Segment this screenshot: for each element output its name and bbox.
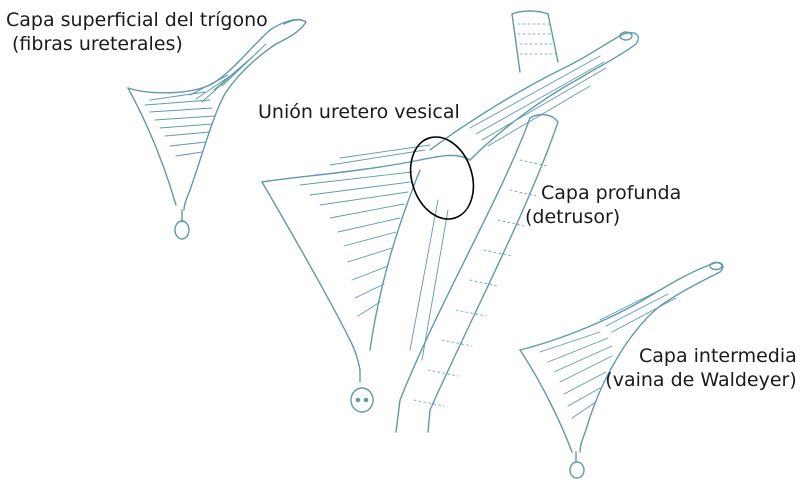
superficial-layer-label-line1: Capa superficial del trígono — [6, 9, 268, 31]
deep-layer-label-line1: Capa profunda — [525, 182, 681, 204]
deep-layer-label: Capa profunda (detrusor) — [525, 181, 681, 229]
ureterovesical-junction-label: Unión uretero vesical — [258, 100, 460, 124]
intermediate-layer-label-line2: (vaina de Waldeyer) — [605, 369, 797, 391]
deep-layer-label-line2: (detrusor) — [525, 206, 620, 228]
superficial-layer-label-line2: (fibras ureterales) — [6, 32, 268, 56]
intermediate-layer-label: Capa intermedia (vaina de Waldeyer) — [603, 344, 797, 392]
intermediate-layer-label-line1: Capa intermedia — [603, 345, 797, 367]
ureterovesical-junction-highlight — [400, 129, 483, 227]
superficial-layer-label: Capa superficial del trígono (fibras ure… — [6, 8, 268, 56]
